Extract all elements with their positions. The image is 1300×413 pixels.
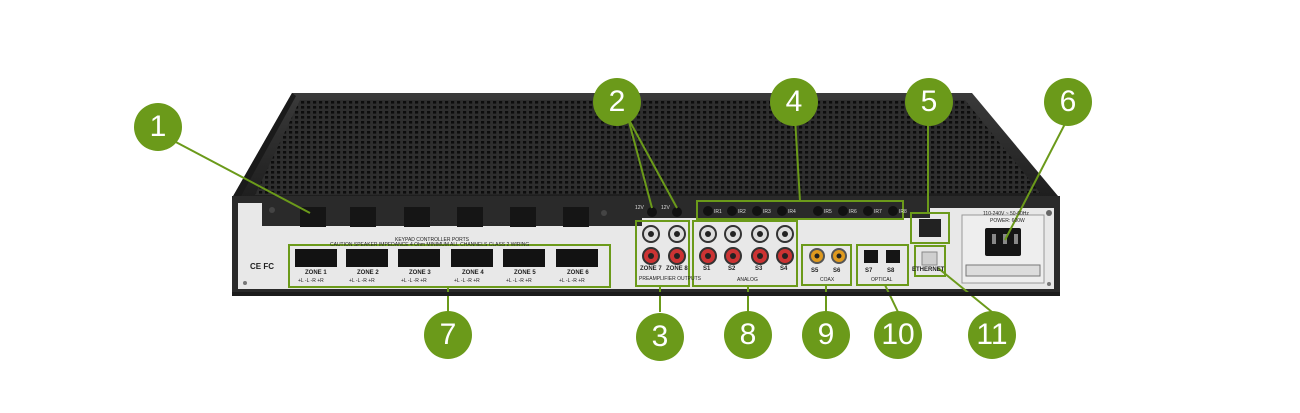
- coax-s5-label: S5: [811, 268, 819, 274]
- zone-2-label: ZONE 2: [357, 270, 379, 276]
- cert-marks: CE FC: [250, 262, 274, 271]
- speaker-note-label: CAUTION SPEAKER IMPEDANCE 4 Ohm MINIMUM …: [330, 242, 530, 248]
- zone-3-pins: +L -L -R +R: [401, 278, 427, 284]
- screw-right: [1046, 210, 1052, 216]
- preamp-rca: [642, 225, 686, 265]
- optical-ports: [864, 250, 900, 263]
- analog-highlight: [692, 220, 798, 287]
- zone-5-pins: +L -L -R +R: [506, 278, 532, 284]
- speaker-terminals: [295, 249, 598, 267]
- preamp-highlight: [635, 220, 690, 287]
- screw-br: [1047, 282, 1051, 286]
- ir-6-label: IR6: [849, 209, 857, 215]
- screw-bl: [243, 281, 247, 285]
- analog-rca: [699, 225, 794, 265]
- zone-2-pins: +L -L -R +R: [349, 278, 375, 284]
- callout-3: 3: [636, 313, 684, 361]
- analog-s3-label: S3: [755, 266, 763, 272]
- analog-s1-label: S1: [703, 266, 711, 272]
- callout-4: 4: [770, 78, 818, 126]
- ir-7-label: IR7: [874, 209, 882, 215]
- power-dark-area: [930, 196, 1054, 208]
- zone-7-label: ZONE 7: [640, 266, 662, 272]
- coax-s6-label: S6: [833, 268, 841, 274]
- chassis-foot: [232, 292, 1060, 296]
- coax-label: COAX: [820, 277, 835, 283]
- coax-rca: [809, 248, 847, 264]
- optical-label: OPTICAL: [871, 277, 893, 283]
- rj45-ports: [300, 207, 589, 227]
- zone-4-label: ZONE 4: [462, 270, 484, 276]
- ir-3-label: IR3: [763, 209, 771, 215]
- screw-mid: [601, 210, 607, 216]
- preamp-outputs-label: PREAMPLIFIER OUTPUTS: [639, 276, 701, 282]
- power-rating: 110-240V ~ 50-60Hz: [983, 211, 1029, 217]
- zone-6-pins: +L -L -R +R: [559, 278, 585, 284]
- ir-8-label: IR8: [899, 209, 907, 215]
- optical-s7-label: S7: [865, 268, 873, 274]
- ir-1-label: IR1: [714, 209, 722, 215]
- zone-3-label: ZONE 3: [409, 270, 431, 276]
- zone-5-label: ZONE 5: [514, 270, 536, 276]
- zone-8-label: ZONE 8: [666, 266, 688, 272]
- callout-9: 9: [802, 311, 850, 359]
- analog-s2-label: S2: [728, 266, 736, 272]
- power-warning-strip: [965, 264, 1041, 277]
- ethernet-highlight: [914, 245, 946, 277]
- callout-8: 8: [724, 311, 772, 359]
- ethernet-label: ETHERNET: [912, 267, 945, 273]
- module-highlight: [910, 212, 950, 244]
- callout-10: 10: [874, 311, 922, 359]
- callout-7: 7: [424, 311, 472, 359]
- controller-ports-label: KEYPAD CONTROLLER PORTS: [395, 237, 469, 243]
- ir-jacks: [703, 206, 898, 216]
- vent-grid: [255, 100, 1040, 195]
- zone-1-label: ZONE 1: [305, 270, 327, 276]
- callout-11: 11: [968, 311, 1016, 359]
- zone-1-pins: +L -L -R +R: [298, 278, 324, 284]
- analog-label: ANALOG: [737, 277, 758, 283]
- power-watts: POWER: 600W: [990, 218, 1025, 224]
- zones-highlight: [288, 244, 611, 288]
- ir-5-label: IR5: [824, 209, 832, 215]
- ir-2-label: IR2: [738, 209, 746, 215]
- module-port: [919, 219, 941, 237]
- callout-6: 6: [1044, 78, 1092, 126]
- ir-4-label: IR4: [788, 209, 796, 215]
- optical-s8-label: S8: [887, 268, 895, 274]
- trigger-2-label: 12V: [661, 205, 670, 211]
- callout-2: 2: [593, 78, 641, 126]
- ethernet-port: [921, 251, 938, 266]
- analog-s4-label: S4: [780, 266, 788, 272]
- zone-6-label: ZONE 6: [567, 270, 589, 276]
- callout-5: 5: [905, 78, 953, 126]
- trigger-1-label: 12V: [635, 205, 644, 211]
- screw-left: [269, 207, 275, 213]
- trigger-jacks: [647, 207, 682, 217]
- leader-lines: [171, 117, 1069, 313]
- zone-4-pins: +L -L -R +R: [454, 278, 480, 284]
- callout-1: 1: [134, 103, 182, 151]
- optical-highlight: [856, 244, 909, 286]
- chassis-side: [232, 93, 296, 198]
